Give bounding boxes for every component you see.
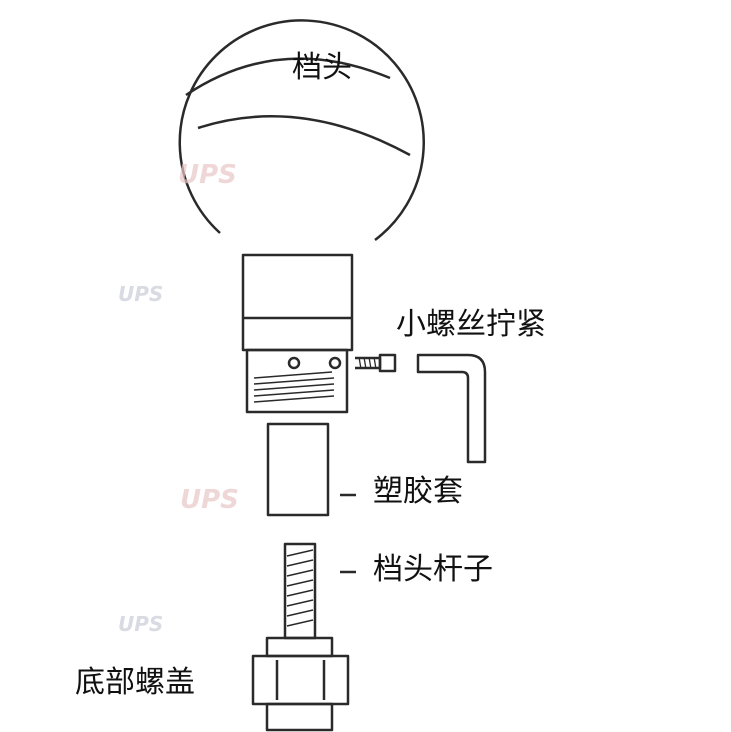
label-small-screw: 小螺丝拧紧 <box>396 307 546 342</box>
knob-ball <box>178 19 425 241</box>
label-plastic-sleeve: 塑胶套 <box>373 474 463 509</box>
label-knob: 档头 <box>292 50 352 85</box>
knob-stripe-top <box>185 57 391 97</box>
watermark-4: UPS <box>118 612 164 636</box>
label-shift-rod: 档头杆子 <box>373 552 493 587</box>
plastic-sleeve <box>266 422 330 517</box>
watermark-2: UPS <box>118 282 164 306</box>
threaded-collar <box>245 348 349 414</box>
small-set-screw <box>355 353 397 373</box>
watermark-1: UPS <box>178 160 237 190</box>
knob-stripe-bottom <box>197 115 411 157</box>
collar-threads <box>253 371 335 403</box>
label-bottom-nut: 底部螺盖 <box>75 665 195 700</box>
knob-neck <box>241 253 354 352</box>
set-screw-hole-2 <box>328 356 342 370</box>
watermark-3: UPS <box>180 485 239 515</box>
set-screw-hole-1 <box>287 356 301 370</box>
hex-key-wrench <box>416 353 487 464</box>
rod-threads <box>286 549 314 627</box>
bottom-nut <box>251 636 350 732</box>
